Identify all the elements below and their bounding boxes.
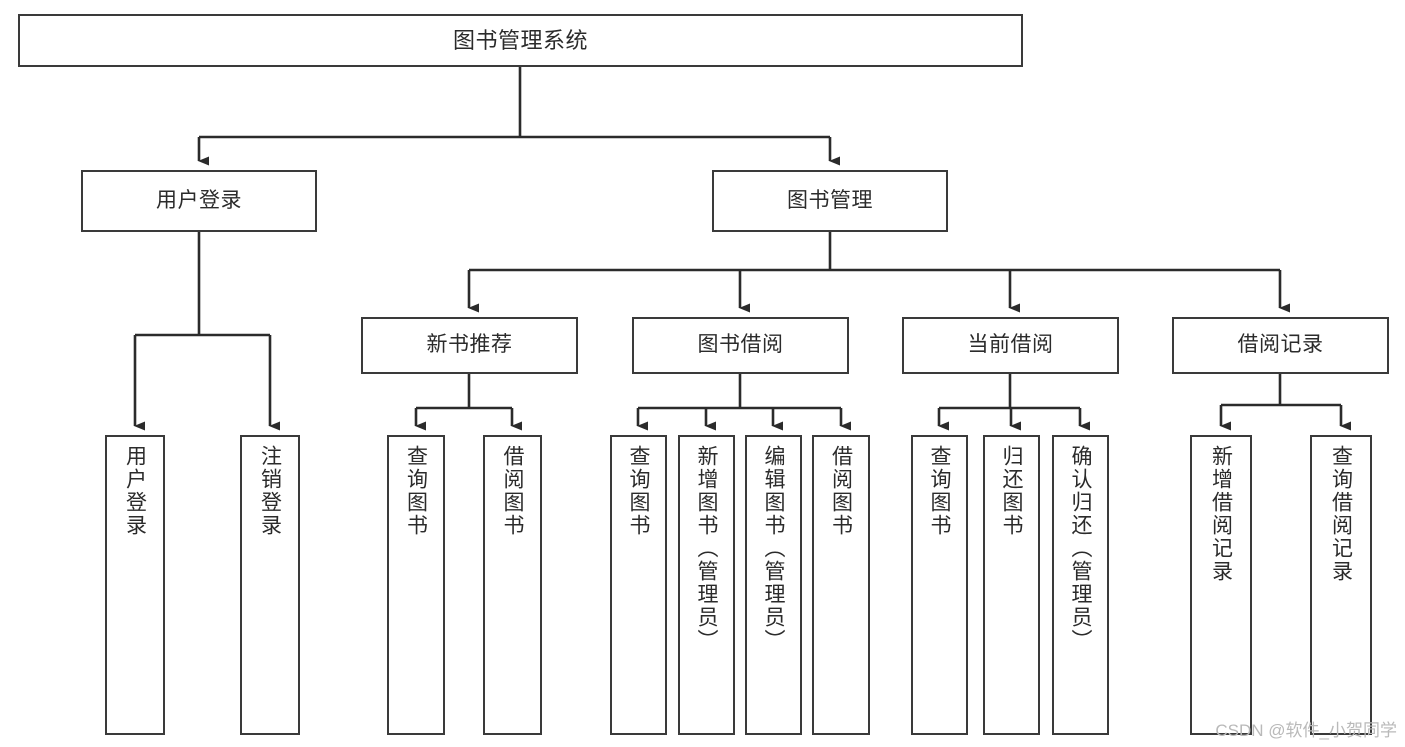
node-label: 注销登录 [258, 445, 282, 537]
leaf-query-books-new[interactable]: 查询图书 [387, 435, 445, 735]
leaf-add-book-admin[interactable]: 新增图书（管理员） [678, 435, 735, 735]
leaf-borrow-books[interactable]: 借阅图书 [812, 435, 870, 735]
node-label: 图书管理 [787, 188, 873, 212]
node-book-borrowing[interactable]: 图书借阅 [632, 317, 849, 374]
node-root-system[interactable]: 图书管理系统 [18, 14, 1023, 67]
node-label: 用户登录 [123, 445, 147, 537]
node-label: 用户登录 [156, 188, 242, 212]
node-label: 借阅图书 [501, 445, 524, 537]
node-label: 查询借阅记录 [1329, 445, 1353, 583]
node-label: 新增借阅记录 [1209, 445, 1233, 583]
leaf-borrow-books-new[interactable]: 借阅图书 [483, 435, 542, 735]
leaf-confirm-return-admin[interactable]: 确认归还（管理员） [1052, 435, 1109, 735]
node-label: 图书借阅 [697, 333, 784, 357]
node-label: 当前借阅 [967, 333, 1054, 357]
watermark-text: CSDN @软件_小贺同学 [1215, 721, 1397, 740]
node-label: 新增图书（管理员） [695, 445, 718, 652]
node-label: 查询图书 [627, 445, 650, 537]
leaf-query-books-current[interactable]: 查询图书 [911, 435, 968, 735]
node-label: 借阅记录 [1237, 333, 1324, 357]
node-new-book-recommendation[interactable]: 新书推荐 [361, 317, 578, 374]
node-label: 查询图书 [404, 445, 428, 537]
node-current-borrowing[interactable]: 当前借阅 [902, 317, 1119, 374]
leaf-add-borrow-record[interactable]: 新增借阅记录 [1190, 435, 1252, 735]
node-label: 编辑图书（管理员） [762, 445, 785, 652]
node-book-management[interactable]: 图书管理 [712, 170, 948, 232]
leaf-logout[interactable]: 注销登录 [240, 435, 300, 735]
node-borrowing-records[interactable]: 借阅记录 [1172, 317, 1389, 374]
leaf-return-books[interactable]: 归还图书 [983, 435, 1040, 735]
node-user-login[interactable]: 用户登录 [81, 170, 317, 232]
node-label: 归还图书 [1000, 445, 1023, 537]
node-label: 查询图书 [928, 445, 951, 537]
node-label: 图书管理系统 [452, 27, 588, 53]
leaf-user-login[interactable]: 用户登录 [105, 435, 165, 735]
leaf-edit-book-admin[interactable]: 编辑图书（管理员） [745, 435, 802, 735]
leaf-query-borrow-record[interactable]: 查询借阅记录 [1310, 435, 1372, 735]
leaf-query-books-borrow[interactable]: 查询图书 [610, 435, 667, 735]
node-label: 借阅图书 [829, 445, 853, 537]
node-label: 确认归还（管理员） [1069, 445, 1092, 652]
node-label: 新书推荐 [426, 333, 513, 357]
